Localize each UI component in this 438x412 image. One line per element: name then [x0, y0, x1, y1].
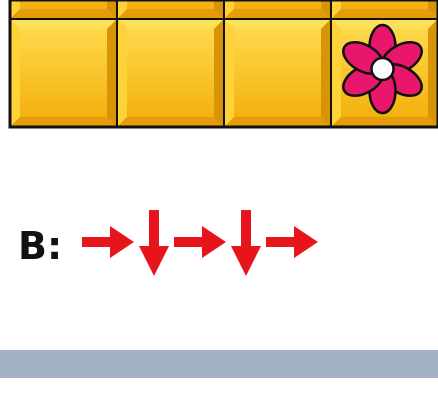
grid-tile — [9, 0, 118, 20]
arrow-right-icon — [174, 226, 226, 258]
arrow-down-icon — [139, 210, 169, 276]
grid-tile — [116, 18, 225, 128]
grid-tile — [330, 0, 438, 20]
grid-tile — [116, 0, 225, 20]
move-sequence — [82, 210, 318, 276]
game-grid — [8, 0, 438, 129]
option-label: B: — [18, 224, 63, 268]
grid-tile — [223, 0, 332, 20]
arrow-right-icon — [266, 226, 318, 258]
grid-tile — [9, 18, 118, 128]
arrow-right-icon — [82, 226, 134, 258]
bottom-bar — [0, 350, 438, 378]
arrow-down-icon — [231, 210, 261, 276]
grid-tile — [223, 18, 332, 128]
flower-center — [370, 56, 395, 82]
flower-icon — [342, 23, 423, 115]
